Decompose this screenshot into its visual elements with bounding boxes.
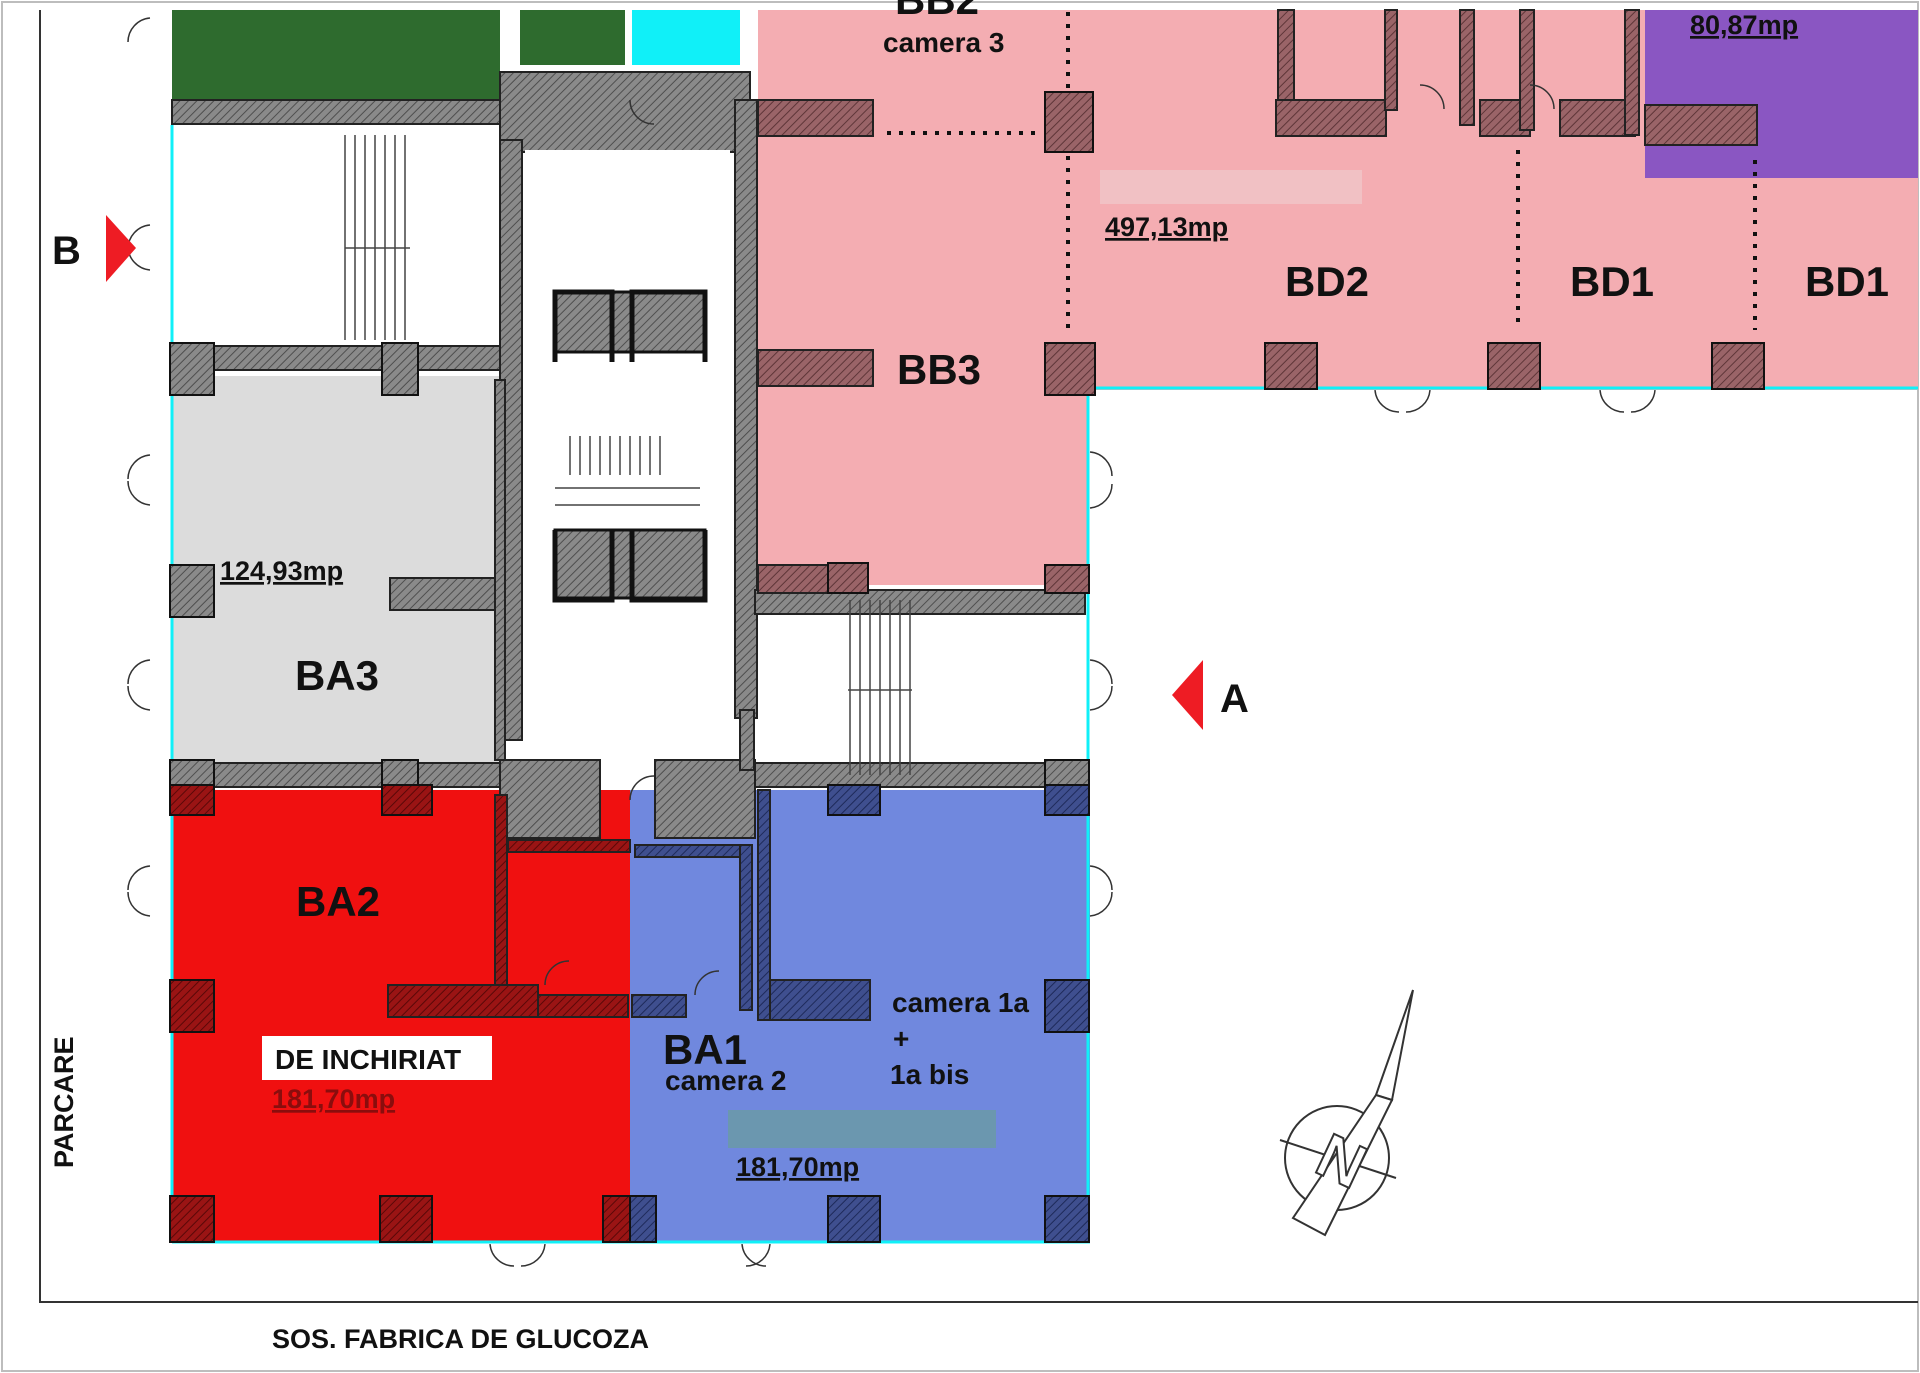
ba3-label: BA3 bbox=[295, 652, 379, 699]
elevator-frames bbox=[552, 289, 708, 603]
columns-blue bbox=[629, 784, 1090, 1243]
corridor-core bbox=[525, 150, 730, 755]
unit-green-2 bbox=[520, 10, 625, 65]
stair-east bbox=[848, 600, 912, 775]
bd1-label: BD1 bbox=[1570, 258, 1654, 305]
section-marker-a-arrow bbox=[1172, 660, 1203, 730]
ba2-badge-bg bbox=[262, 1036, 492, 1080]
section-marker-a-letter: A bbox=[1220, 677, 1249, 721]
unit-bd1-purple bbox=[1645, 10, 1918, 178]
bb3-label: BB3 bbox=[897, 346, 981, 393]
ba3-area-label: 124,93mp bbox=[220, 556, 343, 586]
unit-ba3 bbox=[172, 376, 500, 776]
partition-walls-red bbox=[387, 794, 631, 1018]
partition-walls-grey bbox=[494, 379, 755, 771]
ba1-room-b-line2: + bbox=[893, 1023, 909, 1054]
corridor-east bbox=[760, 615, 1082, 760]
redaction-bar-ba1 bbox=[728, 1110, 996, 1148]
ba1-room-b-line3: 1a bis bbox=[890, 1059, 969, 1090]
ba2-label: BA2 bbox=[296, 878, 380, 925]
columns-pink bbox=[827, 91, 1765, 594]
ba1-room-b-line1: camera 1a bbox=[892, 987, 1029, 1018]
door-swings bbox=[127, 17, 1656, 1267]
partition-walls-blue bbox=[631, 789, 871, 1021]
unit-bb3 bbox=[758, 380, 1088, 585]
corridor-top bbox=[180, 135, 492, 340]
bd1-area-label: 80,87mp bbox=[1690, 10, 1798, 40]
street-label: SOS. FABRICA DE GLUCOZA bbox=[272, 1324, 649, 1354]
redaction-bar-bd2 bbox=[1100, 170, 1362, 204]
bb2-room-label: camera 3 bbox=[883, 27, 1004, 58]
bd1b-label: BD1 bbox=[1805, 258, 1889, 305]
bb2-label: BB2 bbox=[895, 0, 979, 23]
site-boundary bbox=[39, 10, 1918, 1303]
ba1-label: BA1 bbox=[663, 1026, 747, 1073]
ba1-area-label: 181,70mp bbox=[736, 1152, 859, 1182]
bd2-area-label: 497,13mp bbox=[1105, 212, 1228, 242]
stair-top bbox=[344, 135, 410, 340]
side-label: PARCARE bbox=[49, 1036, 79, 1168]
ba2-badge: DE INCHIRIAT bbox=[275, 1044, 461, 1075]
section-marker-b-letter: B bbox=[52, 229, 81, 273]
section-marker-b-arrow bbox=[106, 215, 136, 282]
ba1-room-label: camera 2 bbox=[665, 1065, 786, 1096]
ba2-area-label: 181,70mp bbox=[272, 1084, 395, 1114]
columns-red bbox=[169, 784, 634, 1243]
north-arrow-icon: N bbox=[1279, 989, 1414, 1237]
partition-walls-pink bbox=[757, 9, 1758, 594]
bd2-label: BD2 bbox=[1285, 258, 1369, 305]
dotted-separators bbox=[887, 12, 1757, 330]
unit-cyan bbox=[632, 10, 740, 65]
core-walls bbox=[171, 71, 1086, 839]
stair-core bbox=[555, 436, 700, 506]
